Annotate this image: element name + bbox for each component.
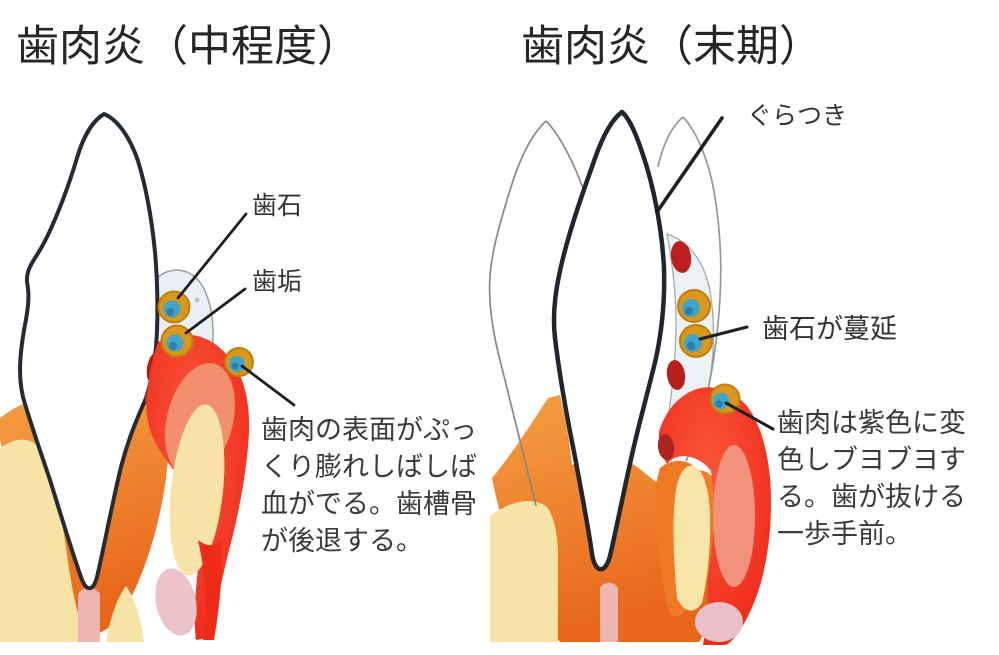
label-tartar-spread: 歯石が蔓延 <box>762 314 897 344</box>
label-tartar: 歯石 <box>252 192 303 220</box>
pointer-plaque <box>184 287 247 335</box>
right-swollen-gum <box>655 387 771 645</box>
left-pointer-lines <box>176 212 296 407</box>
pointer-tartar-spread <box>698 325 749 341</box>
right-tooth <box>551 109 667 572</box>
left-root-canal-pink <box>78 588 100 642</box>
ghost-tooth-left <box>488 120 547 507</box>
pointer-tartar <box>176 212 248 300</box>
left-bruise-pink <box>155 568 197 636</box>
right-panel-title: 歯肉炎（末期） <box>521 23 822 71</box>
label-plaque: 歯垢 <box>252 268 303 296</box>
bacteria-icon <box>677 289 711 323</box>
bacteria-icon <box>679 324 713 358</box>
right-description: 歯肉は紫色に変 色しブヨブヨす る。歯が抜ける 一歩手前。 <box>777 405 966 553</box>
right-description-line: 一歩手前。 <box>777 519 912 549</box>
bacteria-icon <box>157 290 191 324</box>
right-bruise-pink <box>695 602 743 642</box>
right-description-line: る。歯が抜ける <box>777 482 966 512</box>
pointer-looseness <box>655 116 724 214</box>
left-panel-art <box>0 112 296 642</box>
right-panel-art <box>488 109 775 645</box>
left-tooth <box>18 112 160 591</box>
right-root-canal-pink <box>600 582 618 642</box>
right-pointer-lines <box>655 116 775 431</box>
left-description: 歯肉の表面がぷっ くり膨れしばしば 血がでる。歯槽骨 が後退する。 <box>261 412 477 560</box>
left-swollen-gum-cream <box>169 404 225 576</box>
right-blood-spots <box>657 241 692 460</box>
pointer-gum-desc <box>724 401 775 431</box>
left-swollen-gum <box>146 334 250 640</box>
left-gum-red-tail <box>198 540 222 640</box>
right-bone-cream <box>490 500 558 642</box>
left-description-line: が後退する。 <box>261 526 423 556</box>
right-swollen-gum-salmon <box>713 445 755 587</box>
left-description-line: くり膨れしばしば <box>261 452 477 482</box>
left-panel-title: 歯肉炎（中程度） <box>16 23 360 71</box>
right-bone-cream-finger <box>673 465 711 611</box>
right-description-line: 色しブヨブヨす <box>777 445 966 475</box>
left-description-line: 歯肉の表面がぷっ <box>261 415 477 445</box>
left-bone-cream <box>0 439 90 642</box>
pointer-gum-desc <box>240 364 296 407</box>
label-looseness: ぐらつき <box>747 102 848 130</box>
left-description-line: 血がでる。歯槽骨 <box>261 489 477 519</box>
ghost-tooth-right-crown <box>657 116 684 168</box>
left-bone-cream-wedge <box>106 586 144 642</box>
right-description-line: 歯肉は紫色に変 <box>777 408 966 438</box>
